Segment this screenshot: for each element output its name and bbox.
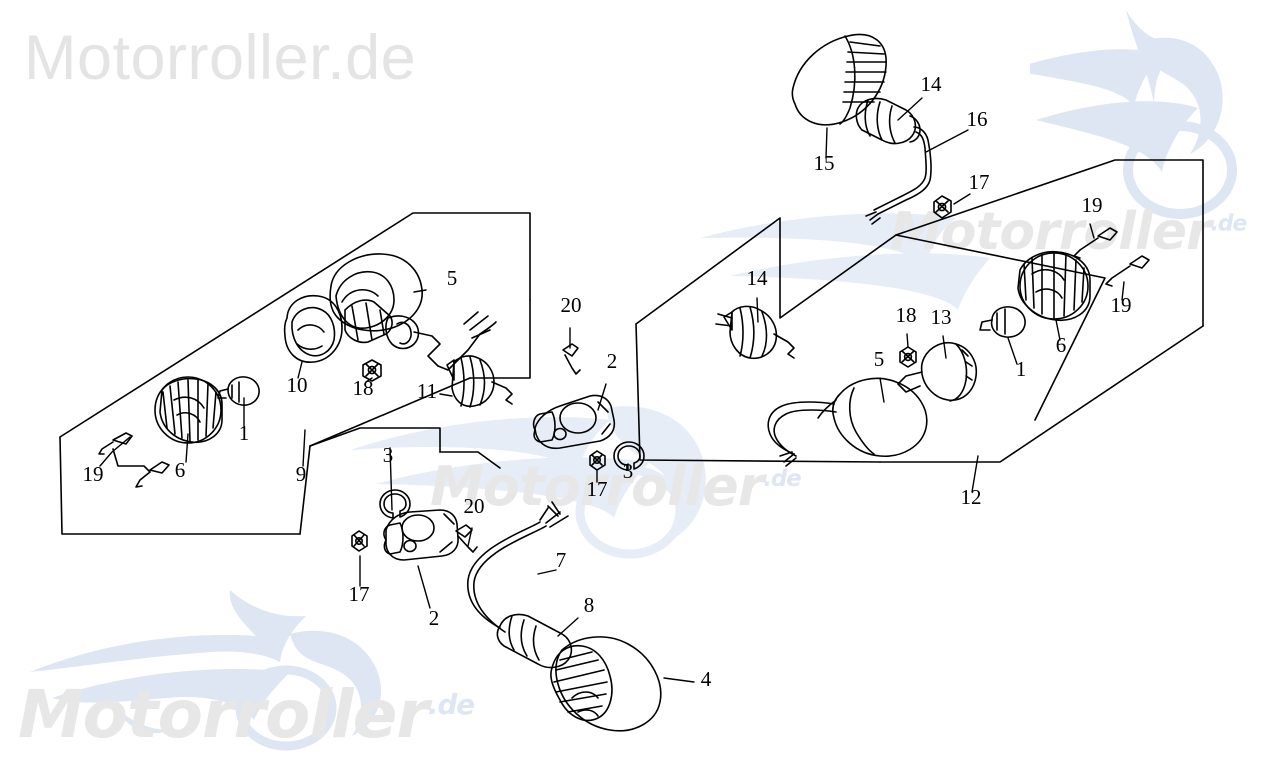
part-16-cable-top [865,126,932,225]
watermark-text-main: Motorroller [18,676,429,753]
callout-6-housing-right: 6 [1056,333,1067,357]
part-6-housing-right [1017,250,1091,321]
part-socket-assembly-left [344,299,441,367]
callout-9-group: 9 [296,462,307,486]
callout-18-nut-left: 18 [353,376,374,400]
watermark-bike-bottom-left [0,580,460,767]
part-10-reflector-left [283,294,343,363]
callout-17-nut-lower: 17 [349,582,370,606]
wire-left-group [437,311,497,371]
callout-2-bracket-upper: 2 [607,349,618,373]
callout-20-screw-upper: 20 [561,293,582,317]
part-18-nut-right [899,346,917,368]
callout-7-cable: 7 [556,548,567,572]
callout-14-boot-right: 14 [747,266,769,290]
callout-6-housing-left: 6 [175,458,186,482]
watermark-text-suffix: .de [763,466,801,492]
part-19-screws-left [98,432,170,488]
callout-20-screw-lower: 20 [464,494,485,518]
part-14-rubber-boot-top [855,97,921,145]
callout-1-bulb-right: 1 [1016,357,1027,381]
part-1-bulb-left [217,376,260,406]
part-8-rubber-boot-lower [496,613,573,669]
callout-10-reflector: 10 [287,373,308,397]
part-17-nut-lower [351,530,368,552]
part-6-housing-left [154,376,223,444]
callout-17-nut-top: 17 [969,170,990,194]
callout-13-lens-back: 13 [931,305,952,329]
part-17-nut-top [933,195,952,219]
part-17-nut-center [589,450,606,471]
part-20-screw-upper [562,343,581,375]
part-18-nut-left [362,359,382,382]
wire-right-group [767,401,837,467]
callout-leader-lines [99,97,1125,683]
part-11-rubber-boot [446,355,513,408]
callout-5-lens-right: 5 [874,347,885,371]
part-15-indicator-lens-top [791,33,887,126]
callout-16-cable-top: 16 [967,107,988,131]
part-3-clip-left [379,489,411,519]
callout-1-bulb-left: 1 [239,421,250,445]
callout-14-boot-top: 14 [921,72,943,96]
watermark-bike-upper-right [690,180,1110,345]
part-14-rubber-boot-right [715,305,795,360]
callout-11-boot-left: 11 [417,379,437,403]
group-box-3 [309,427,501,469]
part-5-lens-left [329,253,423,332]
callout-3-clip-right: 3 [623,459,634,483]
callout-17-nut-center: 17 [587,477,608,501]
group-box-12-divider [895,234,1106,421]
part-2-bracket-lower [383,509,459,561]
callout-4-lens-lower: 4 [701,667,712,691]
callout-19-screw-left: 19 [83,462,104,486]
callout-18-nut-right: 18 [896,303,917,327]
callout-3-clip-left: 3 [383,443,394,467]
part-20-screw-lower [455,524,478,553]
watermark-script-center: Motorroller.de [430,455,802,518]
callout-19-screw-right-a: 19 [1082,193,1103,217]
callout-5-lens-left: 5 [447,266,458,290]
callout-8-boot: 8 [584,593,595,617]
part-7-cable [467,501,569,633]
watermark-text-suffix: .de [427,688,475,721]
part-5-lens-right [817,377,928,457]
part-2-bracket-upper [532,394,616,450]
callout-2-bracket-lower: 2 [429,606,440,630]
group-box-12 [635,159,1204,463]
callout-12-group: 12 [961,485,982,509]
header-watermark-text: Motorroller.de [24,23,417,93]
watermark-bike-center [330,380,830,585]
part-13-lens-back [897,342,978,402]
watermark-text-main: Motorroller [430,455,764,518]
part-1-bulb-right [979,306,1026,338]
part-4-indicator-lens [550,636,662,732]
part-19-screws-right [1073,227,1150,287]
watermark-text-suffix: .de [1210,211,1248,237]
watermark-bike-right [1010,0,1268,295]
callout-19-screw-right-b: 19 [1111,293,1132,317]
watermark-script-bottom-left: Motorroller.de [18,676,475,753]
callout-15-lens-top: 15 [814,151,835,175]
